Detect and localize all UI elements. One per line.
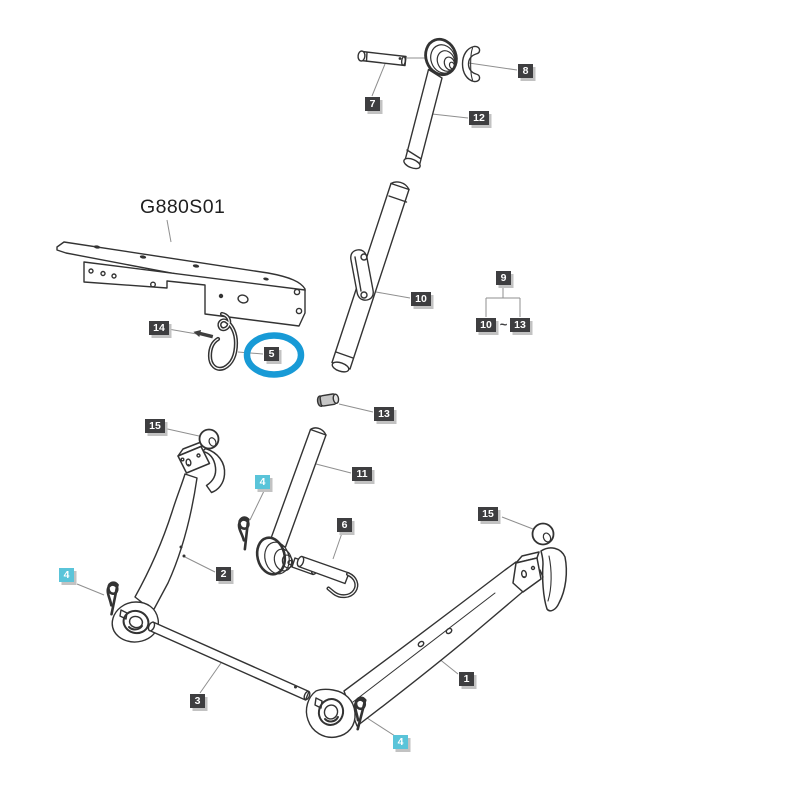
part-bracket-g880s01: [56, 241, 306, 327]
highlight-ellipse: [243, 332, 305, 378]
part-label-10: 10: [411, 292, 431, 306]
part-7-pin: [357, 50, 407, 67]
part-label-13: 13: [374, 407, 394, 421]
part-label-9: 9: [496, 271, 511, 285]
part-11-link-tube: [255, 427, 327, 576]
part-8-clip: [461, 45, 481, 83]
part-label-2: 2: [216, 567, 231, 581]
part-label-4-middle: 4: [255, 475, 270, 489]
part-label-4-left: 4: [59, 568, 74, 582]
part-1-lower-arm-right: [305, 547, 568, 739]
part-2-lower-arm-left: [111, 439, 226, 643]
part-label-8: 8: [518, 64, 533, 78]
part-4-r-clip-bottom: [353, 696, 367, 731]
part-15-ball-knob-left: [198, 428, 220, 450]
part-4-r-clip-left: [106, 581, 119, 616]
part-label-14: 14: [149, 321, 169, 335]
leader-lines: [76, 57, 534, 737]
part-label-5-highlighted: 5: [264, 347, 279, 361]
part-13-roll-pin: [316, 393, 340, 408]
tilde-separator: ~: [499, 317, 508, 332]
part-label-6: 6: [337, 518, 352, 532]
part-label-7: 7: [365, 97, 380, 111]
part-label-4-bottom: 4: [393, 735, 408, 749]
part-label-12: 12: [469, 111, 489, 125]
group-9-tree-lines: [485, 286, 521, 317]
part-12-upper-link: [403, 37, 458, 170]
part-3-rod: [147, 621, 311, 701]
part-label-3: 3: [190, 694, 205, 708]
part-4-r-clip-middle: [237, 516, 250, 551]
part-label-15-right: 15: [478, 507, 498, 521]
part-label-10-range: 10: [476, 318, 496, 332]
part-label-11: 11: [352, 467, 372, 481]
part-15-ball-knob-right: [531, 522, 555, 546]
part-label-15-left: 15: [145, 419, 165, 433]
part-10-leveling-rod: [331, 181, 410, 373]
part-5-hook: [207, 311, 239, 371]
part-label-13-range: 13: [510, 318, 530, 332]
part-label-1: 1: [459, 672, 474, 686]
part-14-pin: [193, 330, 214, 339]
part-code-title: G880S01: [140, 196, 226, 218]
part-6-hook-pin: [296, 555, 359, 599]
